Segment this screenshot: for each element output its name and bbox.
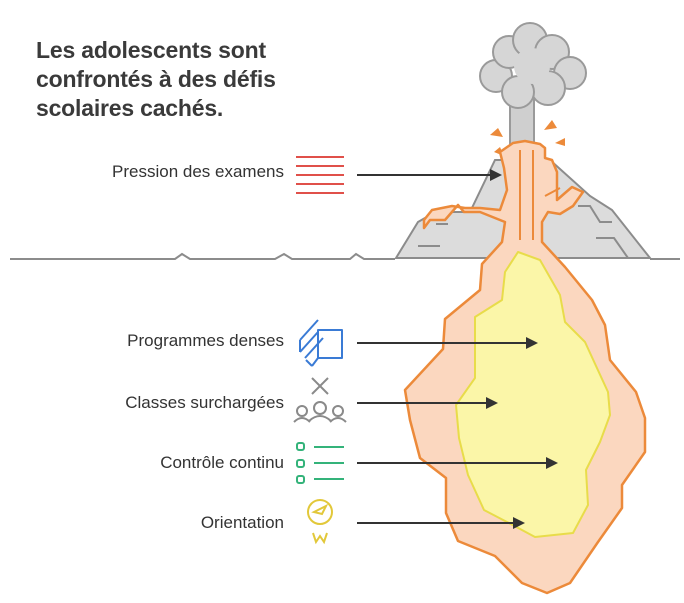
magma-vent bbox=[519, 150, 561, 240]
diagram-title: Les adolescents sont confrontés à des dé… bbox=[36, 37, 276, 121]
arrow-pression bbox=[357, 169, 502, 181]
lines-icon bbox=[296, 156, 344, 194]
crowd-icon bbox=[293, 377, 347, 423]
arrow-orientation bbox=[357, 517, 525, 529]
mountain-ridges bbox=[418, 205, 629, 259]
ground-line bbox=[10, 252, 680, 260]
label-classes-surchargees: Classes surchargées bbox=[125, 393, 284, 412]
stacked-pages-icon bbox=[299, 319, 343, 367]
smoke-cloud bbox=[479, 22, 587, 145]
magma-chamber-core bbox=[455, 251, 611, 538]
label-pression-examens: Pression des examens bbox=[112, 162, 284, 181]
arrow-programmes bbox=[357, 337, 538, 349]
label-programmes-denses: Programmes denses bbox=[127, 331, 284, 350]
checklist-icon bbox=[296, 442, 344, 484]
pointer-arrows bbox=[357, 169, 558, 529]
compass-icon bbox=[307, 499, 333, 545]
label-controle-continu: Contrôle continu bbox=[160, 453, 284, 472]
arrow-controle bbox=[357, 457, 558, 469]
arrow-classes bbox=[357, 397, 498, 409]
label-orientation: Orientation bbox=[200, 513, 284, 532]
